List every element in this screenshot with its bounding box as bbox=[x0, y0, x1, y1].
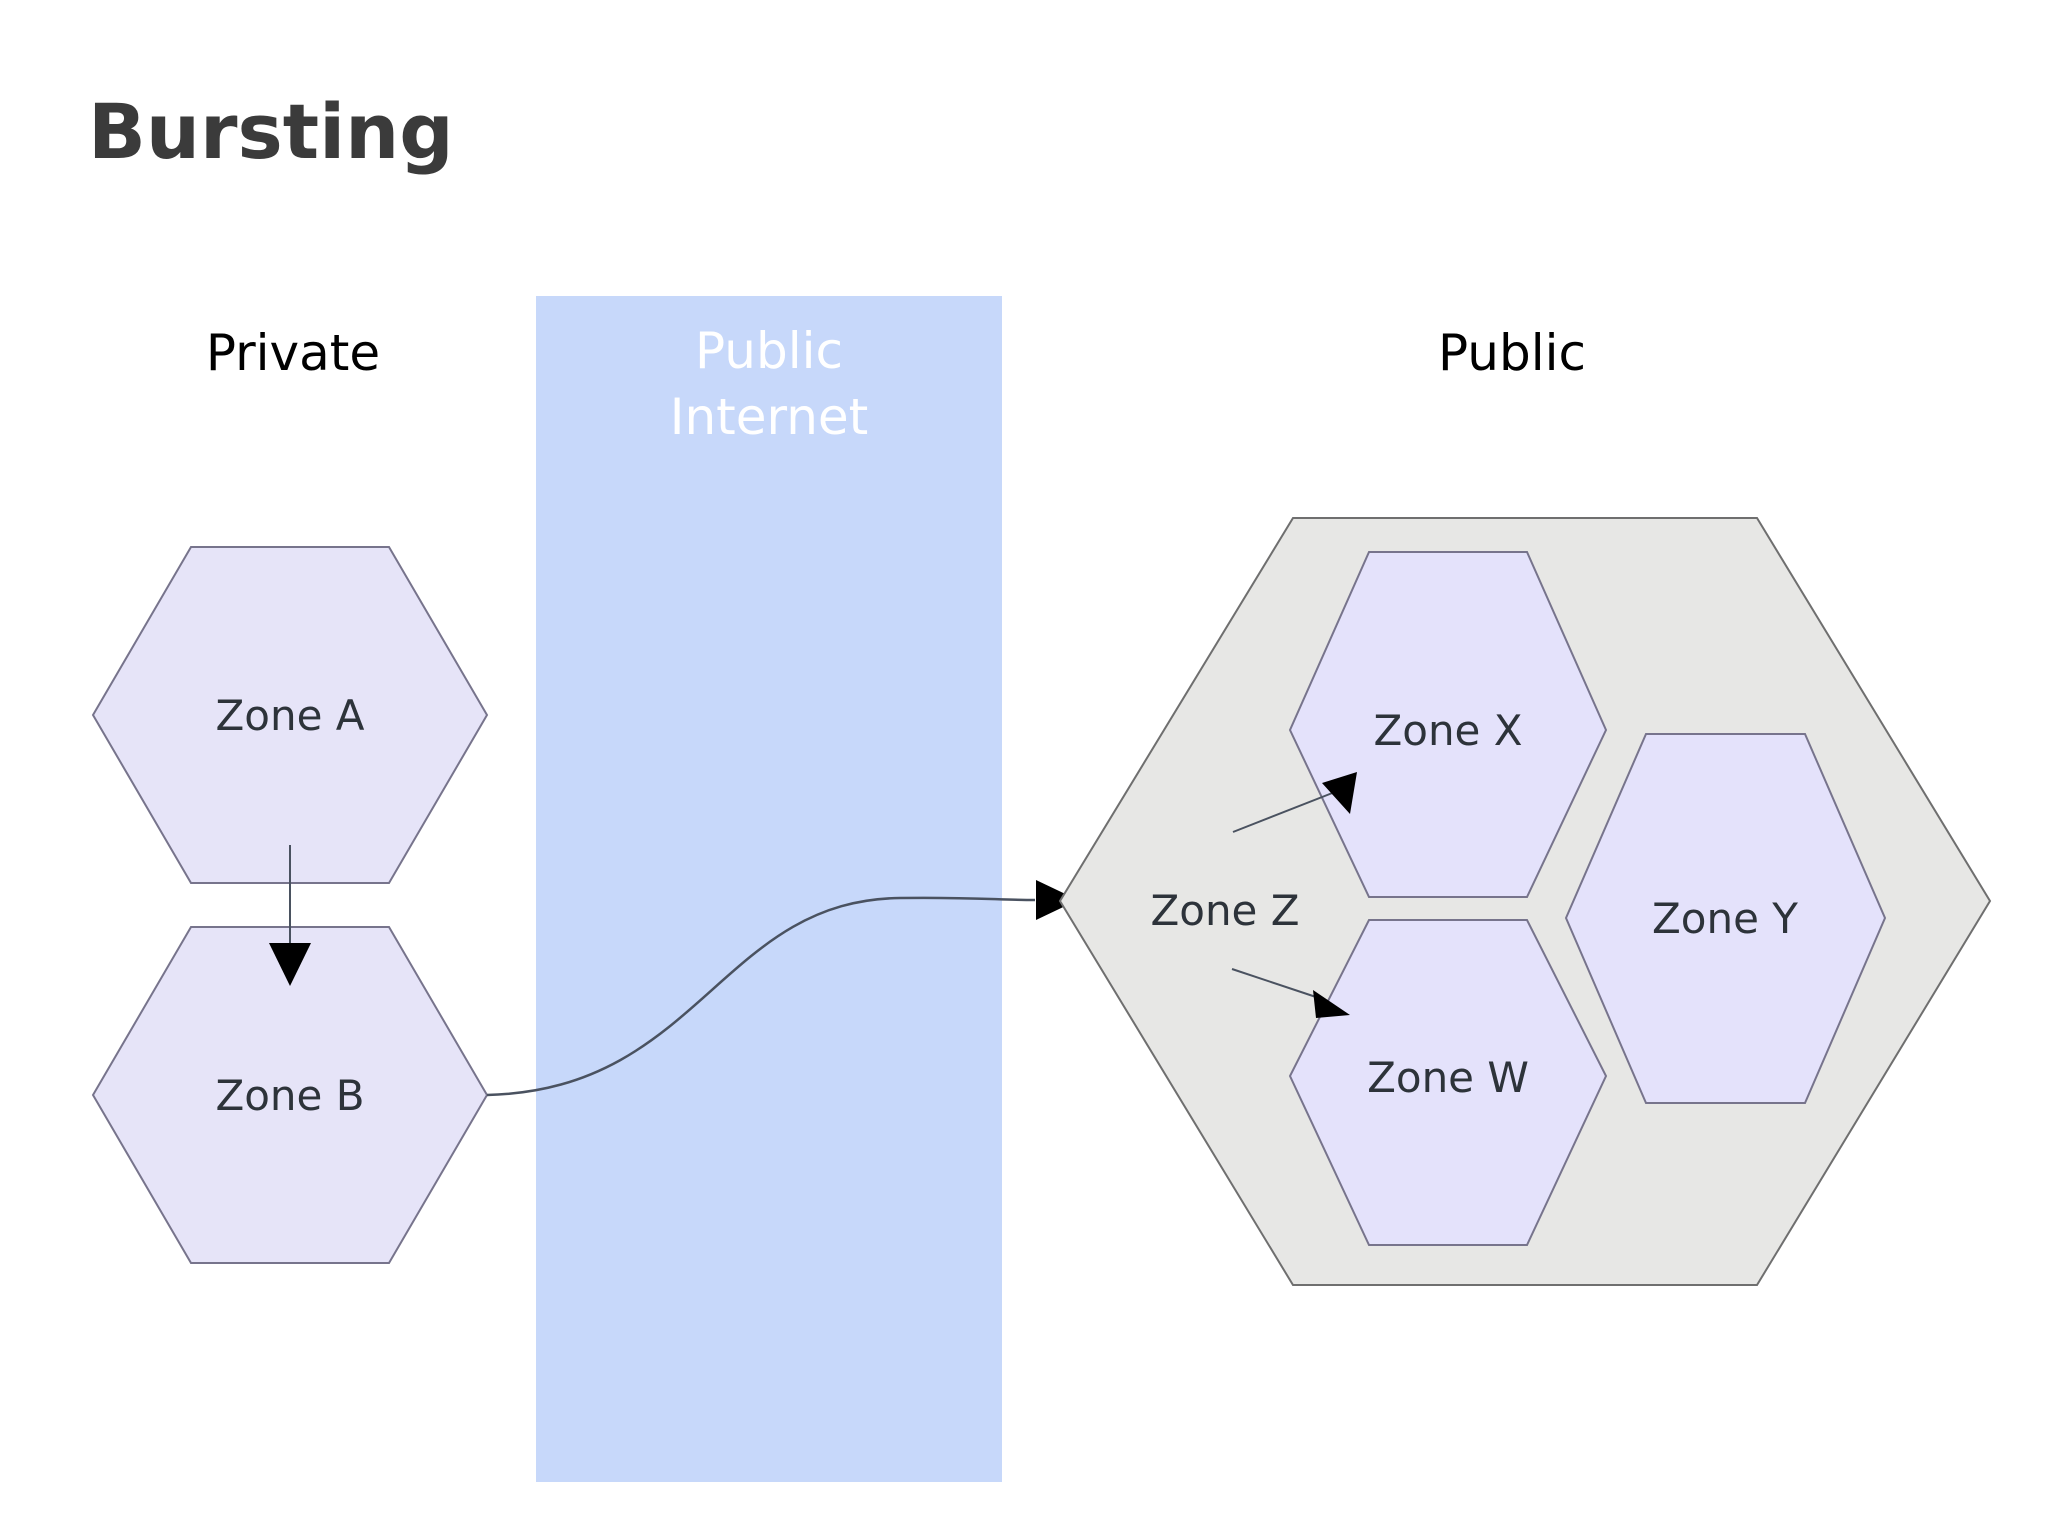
connector-z-x-line bbox=[1232, 789, 1341, 833]
zone-x-node[interactable]: Zone X bbox=[1288, 551, 1608, 898]
connector-z-w-arrowhead-icon bbox=[1313, 990, 1350, 1018]
column-label-public-internet-line2: Internet bbox=[670, 388, 869, 446]
zone-x-hexagon[interactable] bbox=[1288, 551, 1608, 898]
zone-a-node[interactable]: Zone A bbox=[91, 546, 489, 884]
connector-zone-z-to-zone-w bbox=[1231, 968, 1350, 1018]
page-title: Bursting bbox=[88, 87, 454, 176]
column-label-private: Private bbox=[206, 324, 380, 382]
zone-b-hexagon[interactable] bbox=[91, 926, 489, 1264]
zone-a-label: Zone A bbox=[215, 691, 364, 740]
connector-b-z-curve bbox=[486, 896, 1036, 1097]
connector-zone-b-to-zone-z bbox=[486, 880, 1078, 1097]
zone-y-label: Zone Y bbox=[1652, 894, 1798, 943]
column-label-public-internet-line1: Public bbox=[695, 322, 843, 380]
zone-a-hexagon[interactable] bbox=[91, 546, 489, 884]
zone-y-node[interactable]: Zone Y bbox=[1564, 733, 1887, 1104]
connector-zone-z-to-zone-x bbox=[1232, 772, 1357, 833]
column-label-public: Public bbox=[1438, 324, 1586, 382]
connector-b-z-arrowhead-icon bbox=[1036, 880, 1078, 920]
connector-zone-a-to-zone-b bbox=[269, 845, 311, 986]
zone-z-label: Zone Z bbox=[1150, 886, 1299, 935]
zone-w-hexagon[interactable] bbox=[1288, 919, 1608, 1246]
connector-z-x-arrowhead-icon bbox=[1322, 772, 1357, 814]
public-internet-band bbox=[536, 296, 1002, 1482]
zone-w-label: Zone W bbox=[1367, 1053, 1529, 1102]
zone-y-hexagon[interactable] bbox=[1564, 733, 1887, 1104]
zone-b-node[interactable]: Zone B bbox=[91, 926, 489, 1264]
zone-w-node[interactable]: Zone W bbox=[1288, 919, 1608, 1246]
connector-z-w-line bbox=[1231, 968, 1326, 1001]
zone-x-label: Zone X bbox=[1373, 706, 1522, 755]
zone-b-label: Zone B bbox=[215, 1071, 364, 1120]
connector-a-b-arrowhead-icon bbox=[269, 943, 311, 986]
